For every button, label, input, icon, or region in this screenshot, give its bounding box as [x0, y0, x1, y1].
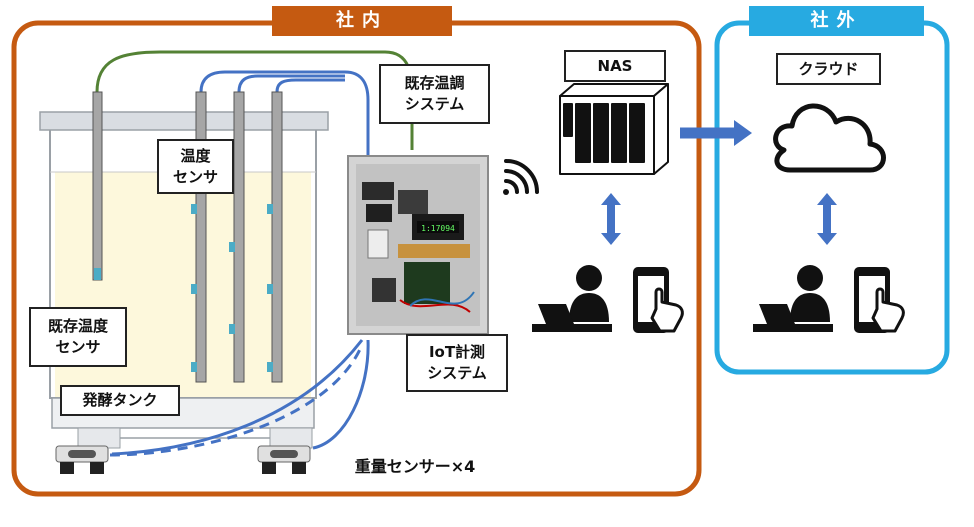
temp-sensor-line2: センサ [172, 168, 218, 186]
existing-hvac-label: 既存温調 システム [379, 64, 490, 124]
external-zone-header: 社外 [749, 6, 924, 36]
smartphone-tap-icon [633, 267, 905, 333]
fermentation-tank-label: 発酵タンク [60, 385, 180, 416]
load-cell-icon [55, 445, 311, 474]
double-arrow-icon [601, 193, 837, 245]
internal-zone-header: 社内 [272, 6, 452, 36]
temperature-probe-icon [92, 91, 283, 383]
hvac-wire [95, 50, 414, 150]
right-arrow-head [734, 120, 752, 146]
existing-hvac-line2: システム [404, 95, 465, 113]
sensor-wires [109, 70, 370, 457]
controller-display: 1:17094 [421, 224, 455, 233]
cloud-label: クラウド [776, 53, 881, 85]
wifi-icon [503, 159, 539, 195]
weight-sensor-label: 重量センサー×4 [354, 457, 476, 476]
existing-temp-sensor-line2: センサ [55, 338, 101, 356]
existing-hvac-line1: 既存温調 [404, 74, 465, 92]
iot-system-label: IoT計測 システム [406, 334, 508, 392]
cloud-icon [773, 103, 886, 173]
nas-label: NAS [564, 50, 666, 82]
nas-icon [559, 83, 669, 175]
temp-sensor-label: 温度 センサ [157, 139, 234, 194]
temp-sensor-line1: 温度 [180, 147, 211, 165]
iot-system-line2: システム [427, 364, 487, 382]
existing-temp-sensor-label: 既存温度 センサ [29, 307, 127, 367]
existing-temp-sensor-line1: 既存温度 [47, 317, 108, 335]
iot-controller-photo: 1:17094 [347, 155, 489, 335]
iot-system-line1: IoT計測 [428, 343, 486, 361]
person-at-computer-icon [532, 265, 833, 332]
